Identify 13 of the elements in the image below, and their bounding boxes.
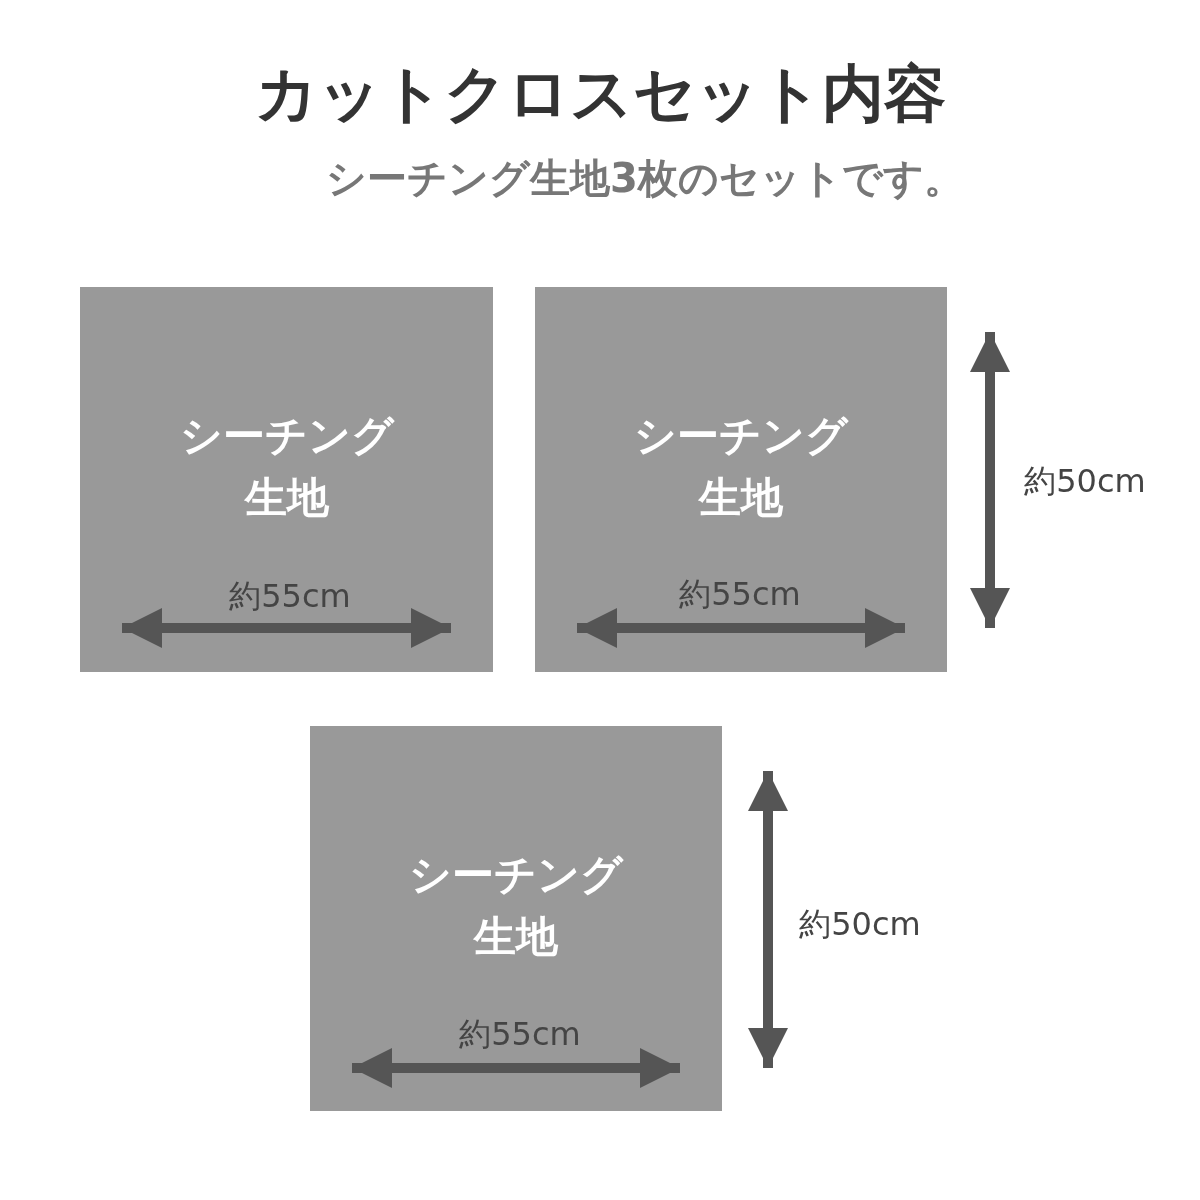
- panel-label: シーチング生地: [408, 849, 625, 963]
- dimension-label: 約50cm: [1024, 461, 1146, 502]
- fabric-panel: [535, 287, 947, 672]
- fabric-panel: [80, 287, 493, 672]
- dimension-label: 約50cm: [799, 904, 921, 945]
- panel-label: シーチング生地: [633, 410, 850, 524]
- dimension-label: 約55cm: [679, 574, 801, 615]
- subtitle: シーチング生地3枚のセットです。: [326, 153, 964, 203]
- dimension-label: 約55cm: [229, 576, 351, 617]
- fabric-panel: [310, 726, 722, 1111]
- panel-label: シーチング生地: [178, 410, 396, 524]
- dimension-label: 約55cm: [459, 1014, 581, 1055]
- title: カットクロスセット内容: [253, 56, 947, 132]
